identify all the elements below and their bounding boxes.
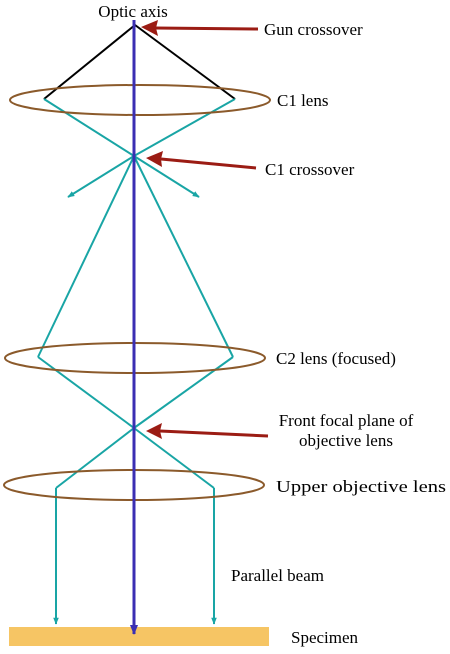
c1-crossover-label: C1 crossover — [265, 160, 355, 179]
front-focal-plane-label-line2: objective lens — [299, 431, 393, 450]
c1-lens-ellipse — [9, 84, 271, 116]
upper-objective-lens-label: Upper objective lens — [276, 477, 446, 496]
specimen-bar — [9, 627, 269, 646]
front-focal-plane-label-line1: Front focal plane of — [279, 411, 414, 430]
gun-crossover-label: Gun crossover — [264, 20, 363, 39]
c1-crossover-arrow — [146, 151, 257, 170]
front-focal-plane-arrow — [146, 423, 269, 439]
c1-lens-label: C1 lens — [277, 91, 328, 110]
parallel-beam-label: Parallel beam — [231, 566, 324, 585]
beam-rays — [37, 98, 236, 625]
gun-crossover-arrow — [141, 20, 259, 36]
c2-lens-label: C2 lens (focused) — [276, 349, 396, 368]
specimen-label: Specimen — [291, 628, 359, 647]
optic-axis-label: Optic axis — [98, 2, 167, 21]
pointer-arrows — [141, 20, 269, 439]
gun-rays — [43, 24, 236, 100]
